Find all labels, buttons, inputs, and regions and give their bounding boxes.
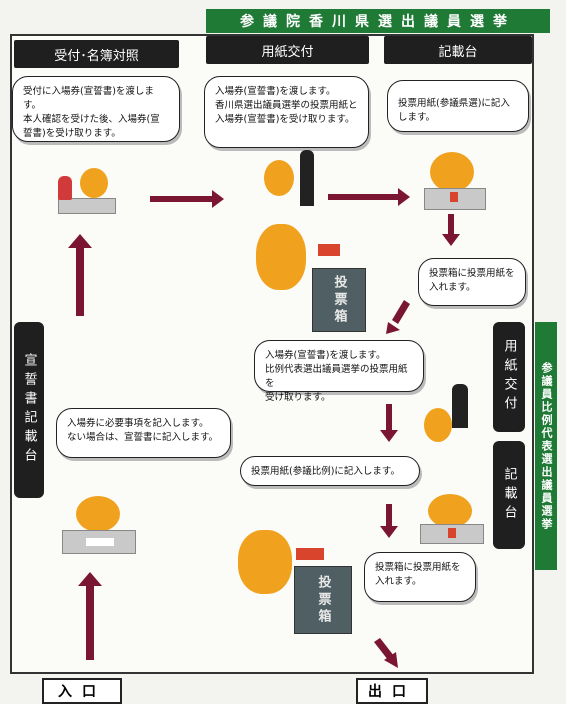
bubble-ballot-box-1: 投票箱に投票用紙を 入れます。 [418,258,526,306]
clerk-person-icon [300,150,314,206]
arrow-right-2-head [398,188,410,206]
arrow-up-2-head [78,572,102,586]
mascot-voting-icon [256,224,306,290]
mascot-icon-2 [264,160,294,196]
mascot-icon [80,168,108,198]
arrow-down-3 [386,504,392,526]
entrance-sign: 入口 [42,678,122,704]
bubble-pr-paper-issue: 入場券(宣誓書)を渡します。 比例代表選出議員選挙の投票用紙を 受け取ります。 [254,340,424,403]
bubble-ballot-box-2: 投票箱に投票用紙を 入れます。 [364,552,476,602]
bubble-pr-writing: 投票用紙(参議比例)に記入します。 [240,456,420,486]
arrow-down-2-head [380,430,398,442]
arrow-down-1-head [442,234,460,246]
arrow-down-1 [448,214,454,234]
header-writing-desk: 記載台 [384,36,532,64]
arrow-diag-1 [392,300,410,324]
ballot-paper-icon-2 [318,244,340,256]
mascot-voting-icon-2 [238,530,292,594]
ballot-paper-icon-3 [448,528,456,538]
arrow-right-1-head [212,190,224,208]
ballot-paper-icon-4 [296,548,324,560]
ballot-paper-icon [450,192,458,202]
label-writing-desk-right: 記載台 [493,441,525,549]
arrow-right-1 [150,196,212,202]
mascot-icon-4 [424,408,452,442]
arrow-up-1-head [68,234,92,248]
mascot-icon-6 [76,496,120,532]
arrow-diag-1-head [386,322,400,334]
mascot-icon-3 [430,152,474,192]
header-paper-issue: 用紙交付 [206,36,369,64]
header-reception: 受付･名簿対照 [14,40,179,68]
bubble-paper-issue: 入場券(宣誓書)を渡します。 香川県選出議員選挙の投票用紙と 入場券(宣誓書)を… [204,76,369,148]
ballot-box-1: 投票箱 [312,268,366,332]
bubble-oath-desk: 入場券に必要事項を記入します。 ない場合は、宣誓書に記入します。 [56,408,231,458]
label-paper-issue-right: 用紙交付 [493,322,525,432]
arrow-down-3-head [380,526,398,538]
election-banner: 参議院香川県選出議員選挙 [206,9,550,33]
oath-paper-icon [86,538,114,546]
arrow-up-2 [86,586,94,660]
ballot-box-2: 投票箱 [294,566,352,634]
arrow-down-2 [386,404,392,430]
bubble-reception: 受付に入場券(宣誓書)を渡します。 本人確認を受けた後、入場券(宣 誓書)を受け… [12,76,180,142]
mascot-icon-5 [428,494,472,528]
arrow-diag-2 [374,638,394,660]
staff-person-icon [58,176,72,200]
label-pr-election: 参議員比例代表選出議員選挙 [535,322,557,570]
exit-sign: 出口 [356,678,428,704]
label-oath-desk: 宣誓書記載台 [14,322,44,498]
arrow-right-2 [328,194,398,200]
arrow-diag-2-head [384,652,398,668]
bubble-writing-desk: 投票用紙(参議県選)に記入します。 [387,80,529,132]
clerk-person-icon-2 [452,384,468,428]
reception-desk [58,198,116,214]
arrow-up-1 [76,248,84,316]
